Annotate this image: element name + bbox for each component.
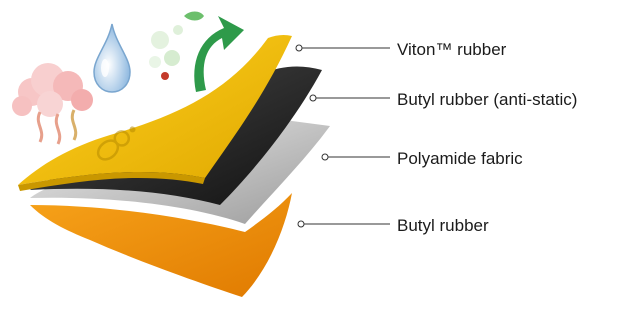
water-drop-icon: [94, 24, 130, 92]
label-butyl-rubber: Butyl rubber: [397, 216, 489, 236]
label-butyl-rubber-anti-static: Butyl rubber (anti-static): [397, 90, 577, 110]
fume-cloud-icon: [12, 63, 93, 144]
marker-butyl: [298, 221, 304, 227]
marker-viton: [296, 45, 302, 51]
marker-polyamide: [322, 154, 328, 160]
label-viton-rubber: Viton™ rubber: [397, 40, 506, 60]
marker-butyl-anti-static: [310, 95, 316, 101]
label-polyamide-fabric: Polyamide fabric: [397, 149, 523, 169]
